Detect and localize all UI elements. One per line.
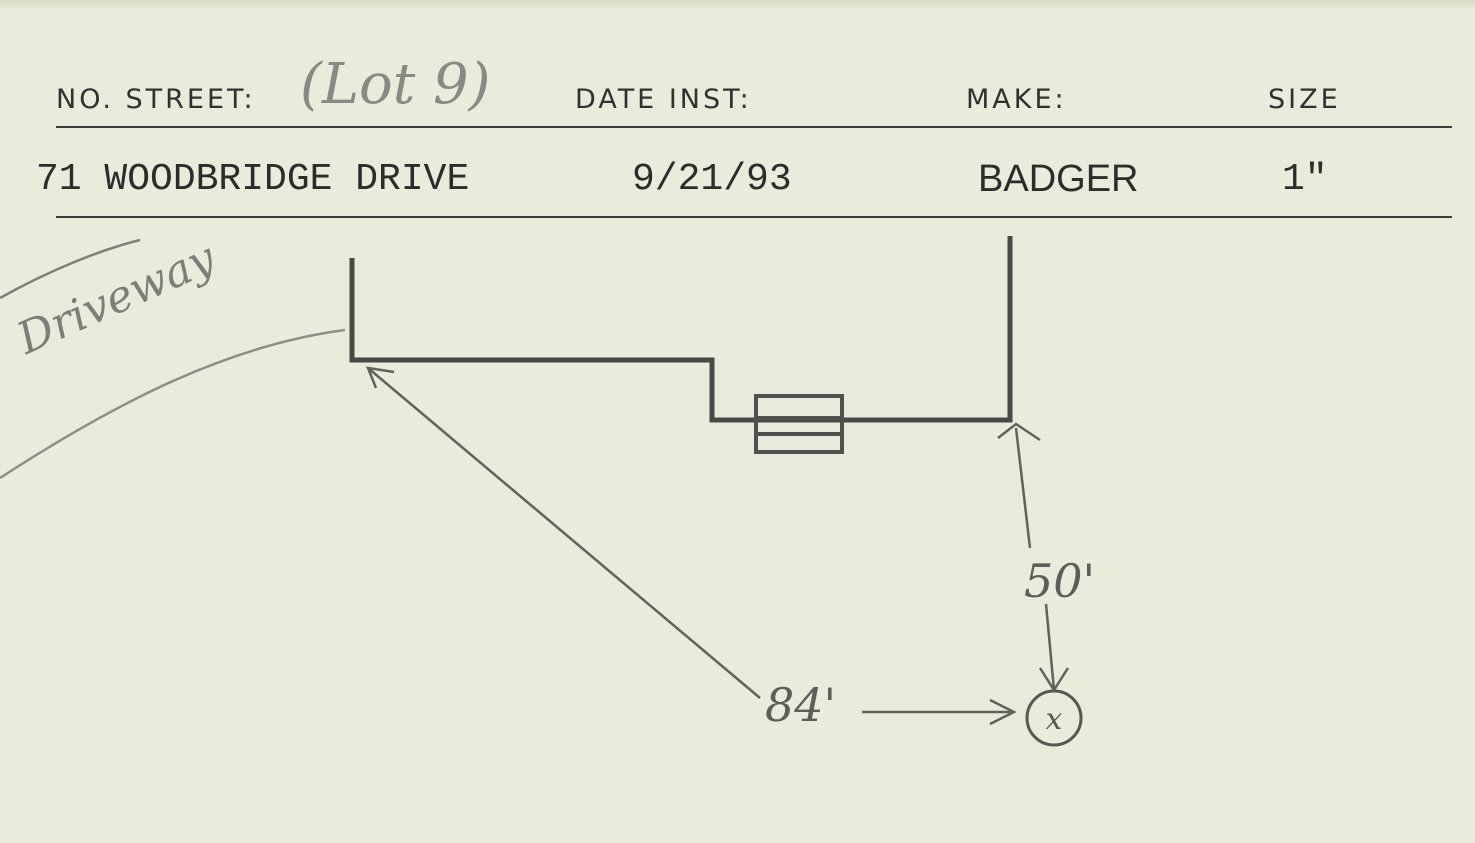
header-rule	[56, 126, 1452, 128]
lot-note: (Lot 9)	[300, 52, 491, 117]
distance-50-label: 50'	[1024, 554, 1096, 608]
card-top-edge	[0, 0, 1475, 10]
building-outline	[349, 236, 1013, 423]
measurement-arrow-50	[997, 422, 1041, 549]
driveway-edge-lower	[0, 328, 346, 480]
front-step	[754, 394, 844, 454]
measurement-arrow-84-to-meter	[862, 698, 1017, 726]
record-rule	[56, 216, 1452, 218]
address-value: 71 WOODBRIDGE DRIVE	[36, 158, 470, 201]
distance-84-label: 84'	[765, 678, 837, 732]
date-installed-value: 9/21/93	[632, 158, 792, 201]
measurement-arrow-50-to-meter	[1038, 603, 1070, 693]
meter-symbol: x	[1046, 702, 1063, 737]
date-installed-label: DATE INST:	[575, 84, 752, 115]
size-value: 1"	[1282, 158, 1328, 201]
street-label: NO. STREET:	[56, 84, 256, 115]
make-label: MAKE:	[966, 84, 1067, 115]
make-value: BADGER	[978, 158, 1139, 200]
meter-location-circle	[1025, 689, 1083, 747]
measurement-arrow-84	[366, 366, 761, 699]
driveway-edge-upper	[0, 238, 141, 300]
size-label: SIZE	[1268, 84, 1341, 115]
